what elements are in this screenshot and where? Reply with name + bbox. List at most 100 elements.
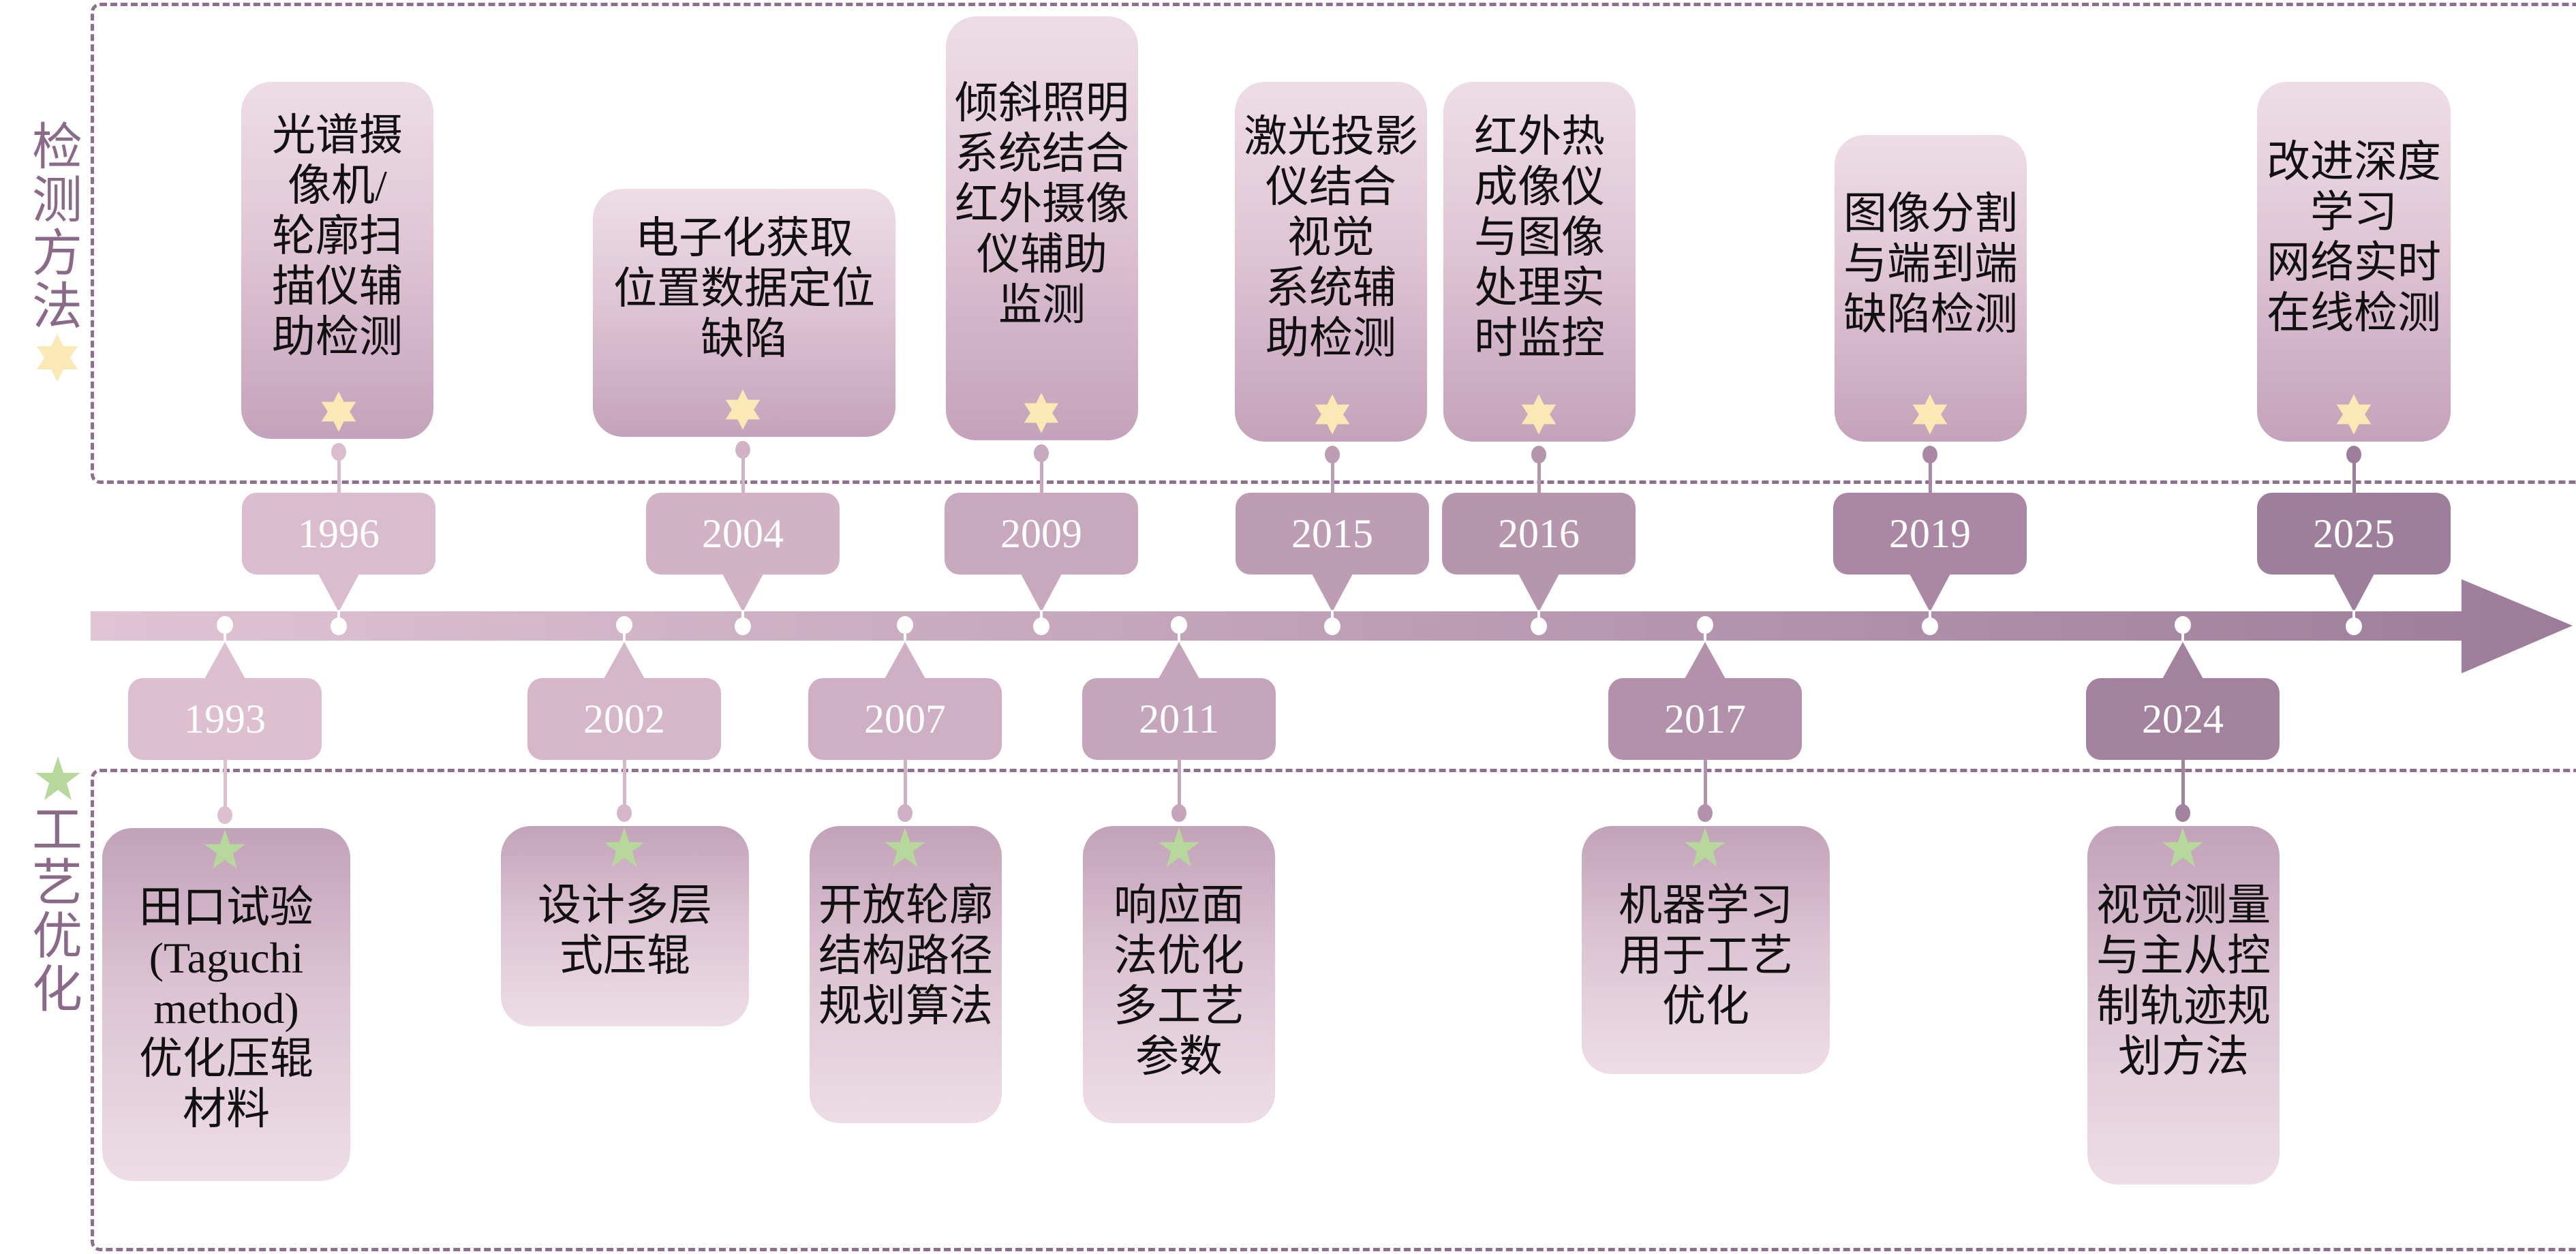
timeline-marker-dot bbox=[2346, 617, 2362, 635]
year-pointer bbox=[604, 642, 645, 679]
connector-line bbox=[337, 453, 341, 493]
timeline-marker-stem bbox=[904, 631, 906, 642]
timeline-marker-dot bbox=[331, 617, 347, 635]
process-event-card: 视觉测量 与主从控 制轨迹规 划方法 bbox=[2087, 826, 2280, 1184]
timeline-marker-stem bbox=[1178, 631, 1180, 642]
year-label: 1993 bbox=[128, 678, 322, 760]
year-pointer bbox=[885, 642, 925, 679]
process-section-label: 工 艺 优 化 bbox=[32, 803, 82, 1018]
connector-dot bbox=[1698, 804, 1713, 822]
six-point-star-icon bbox=[1912, 394, 1948, 438]
timeline-marker-dot bbox=[1033, 617, 1049, 635]
connector-dot bbox=[1922, 446, 1937, 463]
year-pointer bbox=[318, 574, 359, 612]
connector-dot bbox=[617, 804, 632, 822]
connector-dot bbox=[1034, 444, 1049, 462]
connector-dot bbox=[331, 443, 346, 461]
five-point-star-icon bbox=[885, 827, 925, 870]
connector-dot bbox=[1171, 804, 1186, 822]
timeline-marker-stem bbox=[741, 610, 744, 620]
event-description: 激光投影 仪结合 视觉 系统辅 助检测 bbox=[1244, 112, 1418, 363]
detection-event-card: 倾斜照明 系统结合 红外摄像 仪辅助 监测 bbox=[946, 16, 1138, 440]
timeline-marker-dot bbox=[2175, 616, 2191, 634]
event-description: 电子化获取 位置数据定位 缺陷 bbox=[613, 214, 875, 363]
timeline-marker-dot bbox=[616, 616, 632, 634]
event-description: 机器学习 用于工艺 优化 bbox=[1619, 881, 1793, 1030]
timeline-marker-dot bbox=[217, 616, 233, 634]
connector-dot bbox=[735, 441, 750, 459]
event-description: 光谱摄 像机/ 轮廓扫 描仪辅 助检测 bbox=[272, 111, 403, 361]
event-description: 视觉测量 与主从控 制轨迹规 划方法 bbox=[2096, 881, 2271, 1081]
timeline-marker-stem bbox=[2181, 631, 2184, 642]
detection-event-card: 改进深度 学习 网络实时 在线检测 bbox=[2257, 82, 2451, 442]
detection-section-label: 检 测 方 法 bbox=[32, 120, 82, 335]
timeline-marker-stem bbox=[1040, 610, 1043, 620]
timeline-marker-dot bbox=[1171, 616, 1187, 634]
five-point-star-icon bbox=[1685, 827, 1726, 870]
year-label: 2002 bbox=[527, 678, 721, 760]
six-point-star-icon bbox=[1520, 394, 1557, 438]
year-label: 2025 bbox=[2257, 493, 2451, 575]
event-description: 红外热 成像仪 与图像 处理实 时监控 bbox=[1474, 112, 1605, 363]
year-label: 2016 bbox=[1442, 493, 1636, 575]
connector-dot bbox=[898, 804, 913, 822]
event-description: 设计多层 式压辊 bbox=[538, 881, 712, 980]
year-label: 2004 bbox=[646, 493, 840, 575]
timeline-marker-dot bbox=[1922, 617, 1938, 635]
event-description: 图像分割 与端到端 缺陷检测 bbox=[1843, 189, 2018, 339]
connector-line bbox=[741, 450, 745, 493]
year-pointer bbox=[1518, 574, 1559, 612]
connector-line bbox=[1331, 455, 1334, 493]
process-event-card: 设计多层 式压辊 bbox=[501, 826, 749, 1026]
five-point-star-icon bbox=[204, 829, 245, 872]
connector-dot bbox=[1325, 446, 1340, 463]
five-point-star-icon bbox=[2162, 827, 2203, 870]
timeline-marker-dot bbox=[1697, 616, 1713, 634]
detection-event-card: 激光投影 仪结合 视觉 系统辅 助检测 bbox=[1235, 82, 1427, 442]
event-description: 倾斜照明 系统结合 红外摄像 仪辅助 监测 bbox=[955, 79, 1129, 329]
timeline-marker-stem bbox=[1331, 610, 1334, 620]
connector-dot bbox=[1531, 446, 1546, 463]
year-label: 2007 bbox=[808, 678, 1002, 760]
year-pointer bbox=[1910, 574, 1950, 612]
detection-event-card: 图像分割 与端到端 缺陷检测 bbox=[1835, 135, 2027, 442]
timeline-marker-stem bbox=[337, 610, 340, 620]
process-event-card: 机器学习 用于工艺 优化 bbox=[1582, 826, 1830, 1074]
year-pointer bbox=[1159, 642, 1199, 679]
five-point-star-icon bbox=[35, 756, 80, 800]
timeline-marker-stem bbox=[2352, 610, 2355, 620]
connector-dot bbox=[217, 806, 232, 824]
year-pointer bbox=[2162, 642, 2203, 679]
connector-line bbox=[2352, 455, 2356, 493]
process-event-card: 响应面 法优化 多工艺 参数 bbox=[1083, 826, 1275, 1123]
connector-line bbox=[1537, 455, 1541, 493]
timeline-marker-stem bbox=[1929, 610, 1931, 620]
process-section-frame bbox=[91, 769, 2576, 1251]
connector-line bbox=[224, 759, 227, 814]
timeline-marker-stem bbox=[1704, 631, 1706, 642]
connector-line bbox=[2181, 759, 2185, 812]
detection-event-card: 红外热 成像仪 与图像 处理实 时监控 bbox=[1443, 82, 1636, 442]
year-label: 1996 bbox=[242, 493, 435, 575]
connector-line bbox=[1929, 455, 1932, 493]
timeline-marker-dot bbox=[735, 617, 751, 635]
connector-line bbox=[1040, 454, 1043, 493]
year-label: 2019 bbox=[1833, 493, 2027, 575]
year-label: 2024 bbox=[2086, 678, 2280, 760]
six-point-star-icon bbox=[724, 389, 761, 433]
six-point-star-icon bbox=[37, 334, 78, 382]
connector-dot bbox=[2175, 804, 2190, 822]
event-description: 田口试验 (Taguchi method) 优化压辊 材料 bbox=[139, 883, 313, 1133]
timeline-marker-dot bbox=[897, 616, 913, 634]
year-label: 2009 bbox=[945, 493, 1138, 575]
event-description: 响应面 法优化 多工艺 参数 bbox=[1114, 881, 1244, 1081]
year-label: 2015 bbox=[1236, 493, 1429, 575]
connector-line bbox=[1704, 759, 1707, 812]
year-label: 2011 bbox=[1082, 678, 1276, 760]
detection-event-card: 光谱摄 像机/ 轮廓扫 描仪辅 助检测 bbox=[241, 82, 433, 439]
timeline-marker-stem bbox=[623, 631, 626, 642]
year-pointer bbox=[204, 642, 245, 679]
six-point-star-icon bbox=[320, 391, 357, 435]
year-pointer bbox=[1021, 574, 1062, 612]
connector-line bbox=[1178, 759, 1181, 812]
